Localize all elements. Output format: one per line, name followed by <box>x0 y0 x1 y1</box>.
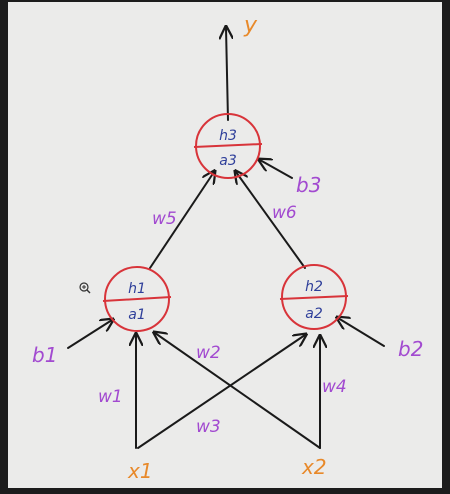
edge-w2 <box>155 333 321 449</box>
edge-b2 <box>338 318 385 347</box>
bias-label-b3: b3 <box>296 173 321 197</box>
edge-w3 <box>137 335 305 449</box>
weight-label-w1: w1 <box>98 387 123 407</box>
neuron-h3: h3 a3 <box>193 113 263 179</box>
neuron-pre-activation-label: h3 <box>219 128 237 144</box>
neuron-pre-activation-label: h2 <box>305 279 323 295</box>
neuron-activation-label: a3 <box>219 153 237 169</box>
zoom-cursor-icon <box>79 282 91 294</box>
input-label-x1: x1 <box>127 459 153 483</box>
bias-label-b1: b1 <box>32 343 57 367</box>
edge-w5 <box>149 172 214 269</box>
edge-w6 <box>236 172 306 269</box>
weight-label-w3: w3 <box>196 417 221 437</box>
input-label-x2: x2 <box>301 455 327 479</box>
edge-b1 <box>67 320 112 349</box>
edge-b3 <box>260 160 293 179</box>
neuron-pre-activation-label: h1 <box>128 281 146 297</box>
bias-label-b2: b2 <box>398 337 423 361</box>
neuron-activation-label: a1 <box>128 307 146 323</box>
weight-label-w6: w6 <box>272 203 297 223</box>
edge-output <box>226 28 228 121</box>
neuron-h2: h2 a2 <box>279 264 349 330</box>
neuron-h1: h1 a1 <box>102 266 172 332</box>
weight-label-w5: w5 <box>152 209 177 229</box>
weight-label-w4: w4 <box>322 377 347 397</box>
weight-label-w2: w2 <box>196 343 221 363</box>
whiteboard <box>8 2 442 488</box>
neuron-activation-label: a2 <box>305 306 323 322</box>
output-label: y <box>243 13 258 38</box>
